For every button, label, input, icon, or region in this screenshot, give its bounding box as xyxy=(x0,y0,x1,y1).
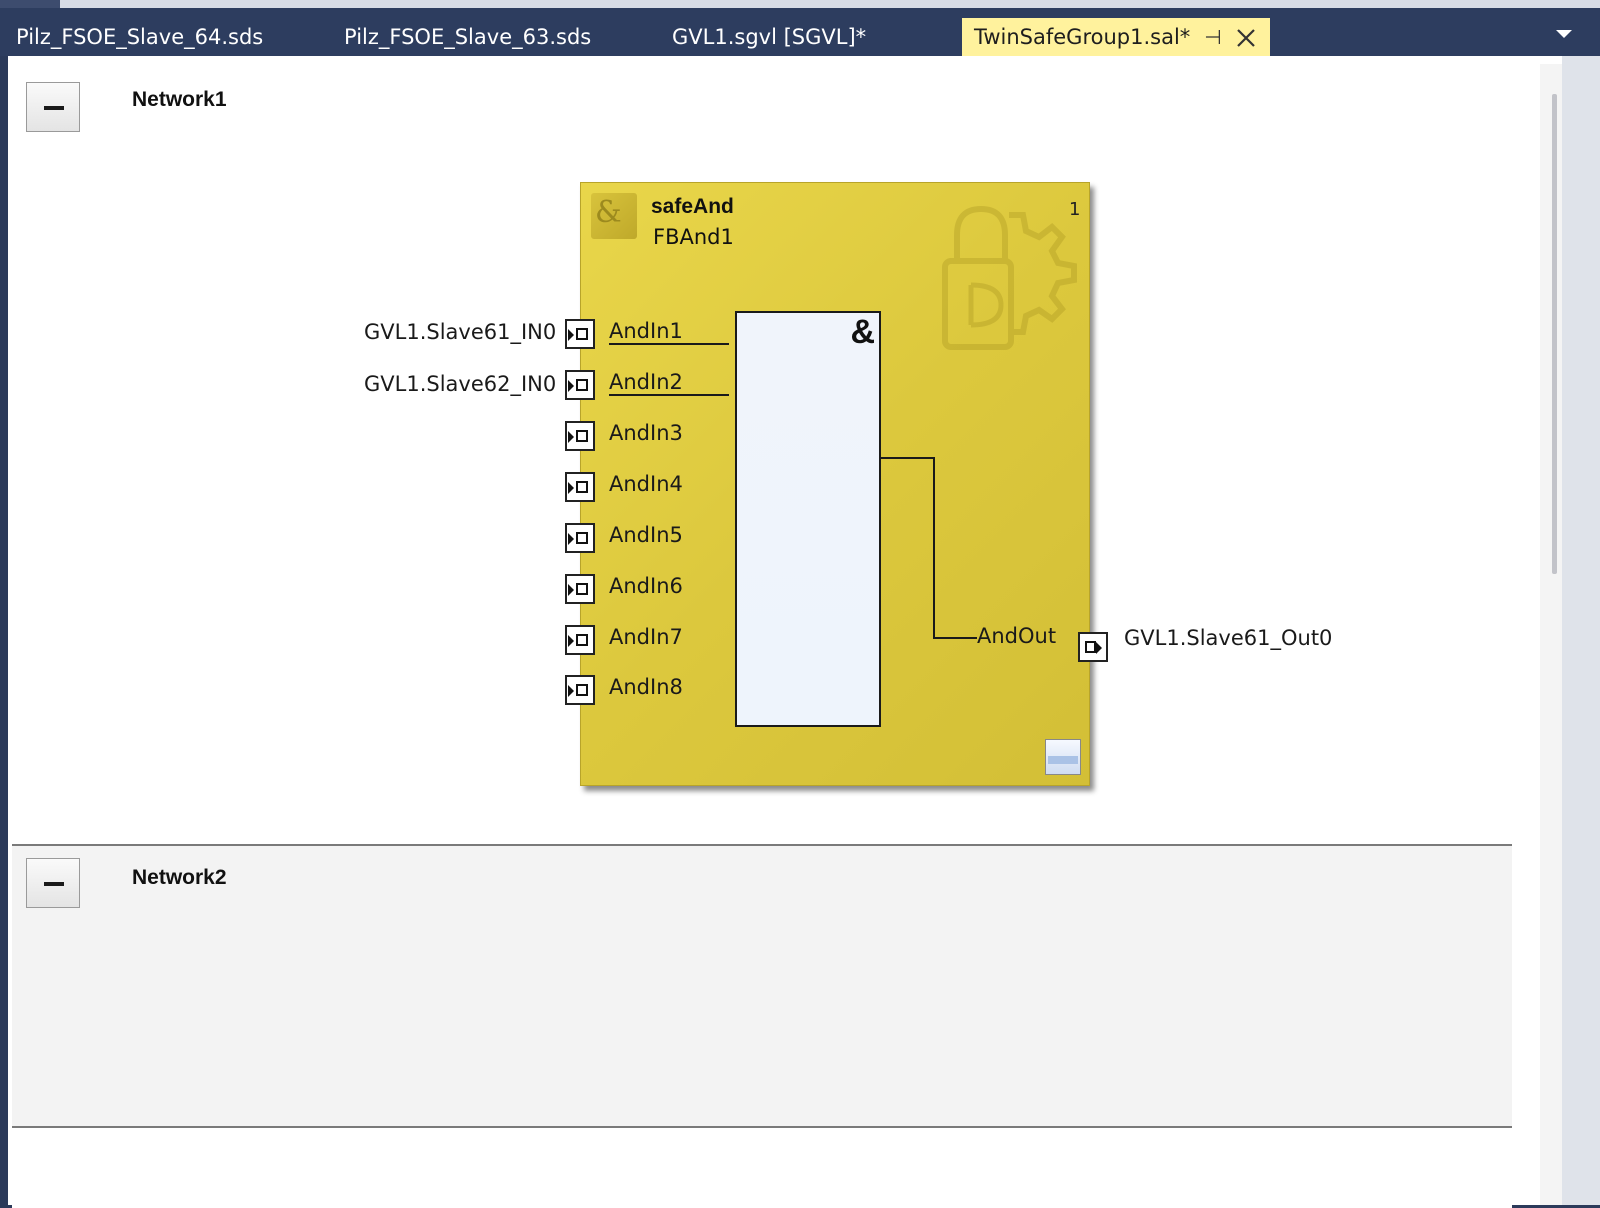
input-connector-andin7[interactable] xyxy=(565,625,595,655)
tab-gvl1-sgvl[interactable]: GVL1.sgvl [SGVL]* xyxy=(672,25,867,49)
input-connector-andin8[interactable] xyxy=(565,675,595,705)
collapse-network2-button[interactable] xyxy=(26,858,80,908)
output-wire-horizontal-top xyxy=(881,457,935,459)
function-block-instance[interactable]: FBAnd1 xyxy=(653,225,734,249)
block-resize-handle[interactable] xyxy=(1045,739,1081,775)
output-wire-horizontal-bottom xyxy=(933,637,977,639)
function-block-type: safeAnd xyxy=(651,195,734,218)
pin-andin6[interactable]: AndIn6 xyxy=(609,574,683,598)
network1-title: Network1 xyxy=(132,88,227,111)
network-2: Network2 xyxy=(12,846,1512,1128)
tab-twinsafegroup1-sal[interactable]: TwinSafeGroup1.sal* ⊣ xyxy=(962,18,1270,56)
input-connector-andin5[interactable] xyxy=(565,523,595,553)
twinsafe-lock-gear-icon xyxy=(942,205,1077,350)
pin-andin8[interactable]: AndIn8 xyxy=(609,675,683,699)
network2-title: Network2 xyxy=(132,866,227,889)
editor-canvas: Network1 GVL1.Slave61_IN0 GVL1.Slave62_I… xyxy=(12,64,1532,1208)
collapse-network1-button[interactable] xyxy=(26,82,80,132)
network-3-area xyxy=(12,1128,1512,1208)
output-variable-andout[interactable]: GVL1.Slave61_Out0 xyxy=(1124,626,1333,650)
and-symbol: & xyxy=(850,313,875,351)
tab-pilz-fsoe-slave-63[interactable]: Pilz_FSOE_Slave_63.sds xyxy=(344,25,592,49)
input-connector-andin2[interactable] xyxy=(565,370,595,400)
top-strip xyxy=(0,0,1600,8)
input-connector-andin3[interactable] xyxy=(565,421,595,451)
network-1: Network1 GVL1.Slave61_IN0 GVL1.Slave62_I… xyxy=(12,64,1512,846)
top-strip-accent xyxy=(0,0,60,8)
and-operator-box[interactable]: & xyxy=(735,311,881,727)
and-block-icon: & xyxy=(591,193,637,239)
pin-icon[interactable]: ⊣ xyxy=(1204,25,1222,49)
scrollbar-thumb[interactable] xyxy=(1552,94,1557,574)
input-connector-andin4[interactable] xyxy=(565,472,595,502)
document-tab-bar: Pilz_FSOE_Slave_64.sds Pilz_FSOE_Slave_6… xyxy=(0,8,1600,56)
output-connector-andout[interactable] xyxy=(1078,632,1108,662)
tab-list-dropdown-icon[interactable] xyxy=(1556,30,1572,38)
minus-icon xyxy=(44,106,64,110)
fbd-editor: Network1 GVL1.Slave61_IN0 GVL1.Slave62_I… xyxy=(8,56,1580,1208)
pin-andin4[interactable]: AndIn4 xyxy=(609,472,683,496)
pin-andin1[interactable]: AndIn1 xyxy=(609,319,729,345)
output-wire-vertical xyxy=(933,457,935,639)
execution-order: 1 xyxy=(1069,199,1081,220)
pin-andout[interactable]: AndOut xyxy=(977,624,1057,648)
input-variable-andin1[interactable]: GVL1.Slave61_IN0 xyxy=(364,320,557,344)
minus-icon xyxy=(44,882,64,886)
input-variable-andin2[interactable]: GVL1.Slave62_IN0 xyxy=(364,372,557,396)
input-connector-andin6[interactable] xyxy=(565,574,595,604)
function-block-safeand[interactable]: & safeAnd FBAnd1 1 AndIn1 AndIn2 AndIn3 xyxy=(565,182,1090,786)
pin-andin7[interactable]: AndIn7 xyxy=(609,625,683,649)
close-icon[interactable] xyxy=(1234,24,1258,48)
pin-andin2[interactable]: AndIn2 xyxy=(609,370,729,396)
right-panel-edge xyxy=(1562,56,1600,1205)
pin-andin5[interactable]: AndIn5 xyxy=(609,523,683,547)
pin-andin3[interactable]: AndIn3 xyxy=(609,421,683,445)
input-connector-andin1[interactable] xyxy=(565,319,595,349)
tab-pilz-fsoe-slave-64[interactable]: Pilz_FSOE_Slave_64.sds xyxy=(16,25,264,49)
tab-label: TwinSafeGroup1.sal* xyxy=(974,25,1191,49)
